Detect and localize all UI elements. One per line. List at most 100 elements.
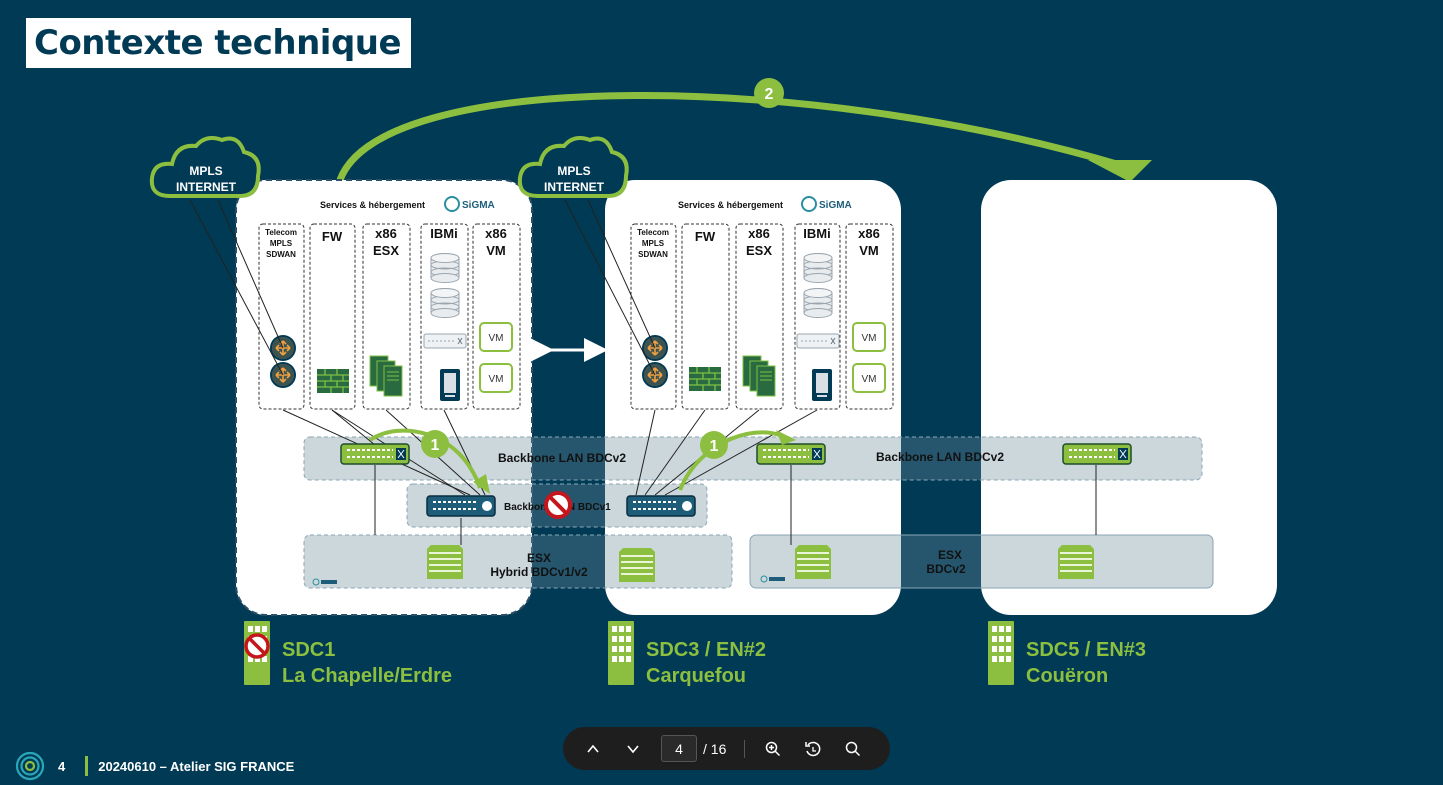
backbone-v2-band xyxy=(303,436,1203,481)
prev-page-button[interactable] xyxy=(573,727,613,770)
chevron-up-icon xyxy=(587,744,599,753)
col-x86esx-l2: ESX xyxy=(373,243,399,258)
migration-arrowhead xyxy=(1088,160,1152,182)
col-x86esx-l2: ESX xyxy=(746,243,772,258)
switch-v2-icon xyxy=(1062,443,1132,465)
step-badge-1b: 1 xyxy=(710,438,719,455)
backbone-v2-label: Backbone LAN BDCv2 xyxy=(876,450,1004,464)
slide-footer: 4 20240610 – Atelier SIG FRANCE xyxy=(14,751,294,781)
footer-text: 20240610 – Atelier SIG FRANCE xyxy=(98,758,295,774)
site-city: La Chapelle/Erdre xyxy=(282,665,453,687)
chevron-down-icon xyxy=(627,744,639,753)
site-name: SDC5 / EN#3 xyxy=(1026,639,1147,661)
esx-v2-l1: ESX xyxy=(938,548,962,562)
cloud-label-l2: INTERNET xyxy=(176,180,237,194)
cloud-label-l2: INTERNET xyxy=(544,180,605,194)
switch-v2-icon xyxy=(756,443,826,465)
forbidden-icon xyxy=(244,633,270,659)
rotate-button[interactable] xyxy=(793,727,833,770)
sigma-mini-logo xyxy=(312,578,337,586)
dc3-columns xyxy=(630,223,894,410)
rack-icon xyxy=(796,333,840,349)
sigma-logo-2: SiGMA xyxy=(801,196,852,212)
firewall-icon xyxy=(688,366,722,392)
col-x86esx-l1: x86 xyxy=(375,226,397,241)
col-x86vm-l1: x86 xyxy=(485,226,507,241)
page-number-input[interactable]: 4 xyxy=(661,735,697,762)
col-x86esx-l1: x86 xyxy=(748,226,770,241)
rack-icon xyxy=(423,333,467,349)
building-icon xyxy=(608,621,634,685)
site-sdc3: SDC3 / EN#2 Carquefou xyxy=(608,621,766,689)
storage-icon xyxy=(803,288,833,318)
col-telecom-l2: MPLS xyxy=(270,239,293,248)
site-sdc1: SDC1 La Chapelle/Erdre xyxy=(244,621,452,689)
step-badge-1: 1 xyxy=(431,437,440,454)
dc1-header: Services & hébergement xyxy=(320,200,425,210)
cloud-icon: MPLS INTERNET xyxy=(517,136,629,198)
col-telecom-l3: SDWAN xyxy=(638,250,668,259)
sigma-logo-icon xyxy=(15,751,45,781)
step-badge-2: 2 xyxy=(765,86,774,103)
switch-v1-icon xyxy=(426,495,496,517)
esx-hybrid-l2: Hybrid BDCv1/v2 xyxy=(490,565,588,579)
search-button[interactable] xyxy=(833,727,873,770)
storage-icon xyxy=(430,253,460,283)
storage-icon xyxy=(803,253,833,283)
site-name: SDC1 xyxy=(282,639,336,661)
col-telecom-l2: MPLS xyxy=(642,239,665,248)
vm-label: VM xyxy=(489,333,504,344)
rotate-icon xyxy=(805,741,821,756)
dc3-header: Services & hébergement xyxy=(678,200,783,210)
esx-server-icon xyxy=(426,544,464,580)
brand-1: SiGMA xyxy=(462,200,495,211)
switch-v1-icon xyxy=(626,495,696,517)
col-ibmi: IBMi xyxy=(430,226,457,241)
site-name: SDC3 / EN#2 xyxy=(646,639,767,661)
esx-hybrid-l1: ESX xyxy=(527,551,551,565)
site-sdc5: SDC5 / EN#3 Couëron xyxy=(988,621,1146,689)
cloud-label-l1: MPLS xyxy=(189,164,222,178)
vm-label: VM xyxy=(489,374,504,385)
network-links xyxy=(189,199,1097,545)
building-icon xyxy=(988,621,1014,685)
backbone-v2-label: Backbone LAN BDCv2 xyxy=(498,451,626,465)
zoom-in-button[interactable] xyxy=(753,727,793,770)
slide-title: Contexte technique xyxy=(34,23,402,63)
brand-2: SiGMA xyxy=(819,200,852,211)
sigma-logo-1: SiGMA xyxy=(444,196,495,212)
site-city: Couëron xyxy=(1026,665,1109,687)
col-telecom-l1: Telecom xyxy=(265,228,297,237)
cloud-label-l1: MPLS xyxy=(557,164,590,178)
esx-server-icon xyxy=(794,544,832,580)
step-badge xyxy=(421,430,449,458)
slide-title-box: Contexte technique xyxy=(26,18,412,68)
cloud-icon: MPLS INTERNET xyxy=(149,136,261,198)
col-fw: FW xyxy=(322,229,343,244)
next-page-button[interactable] xyxy=(613,727,653,770)
search-icon xyxy=(846,741,861,756)
ibm-server-icon xyxy=(440,369,460,401)
building-icon xyxy=(244,621,270,685)
step-badge xyxy=(754,78,784,108)
col-x86vm-l2: VM xyxy=(859,243,879,258)
sigma-mini-logo xyxy=(760,575,785,583)
vm-label: VM xyxy=(862,374,877,385)
footer-page-number: 4 xyxy=(58,758,66,774)
esx-v2-l2: BDCv2 xyxy=(926,562,966,576)
esx-server-icon xyxy=(618,547,656,583)
migration-arrow xyxy=(336,92,1121,182)
dc-panel-sdc5 xyxy=(981,180,1277,615)
col-ibmi: IBMi xyxy=(803,226,830,241)
toolbar-divider xyxy=(744,739,746,758)
forbidden-icon xyxy=(544,491,572,519)
pdf-toolbar: 4 / 16 xyxy=(563,727,890,770)
storage-icon xyxy=(430,288,460,318)
col-x86vm-l1: x86 xyxy=(858,226,880,241)
esx-server-icon xyxy=(1057,544,1095,580)
zoom-in-icon xyxy=(766,741,781,756)
footer-divider xyxy=(85,756,89,776)
switch-v2-icon xyxy=(340,443,410,465)
col-fw: FW xyxy=(695,229,716,244)
